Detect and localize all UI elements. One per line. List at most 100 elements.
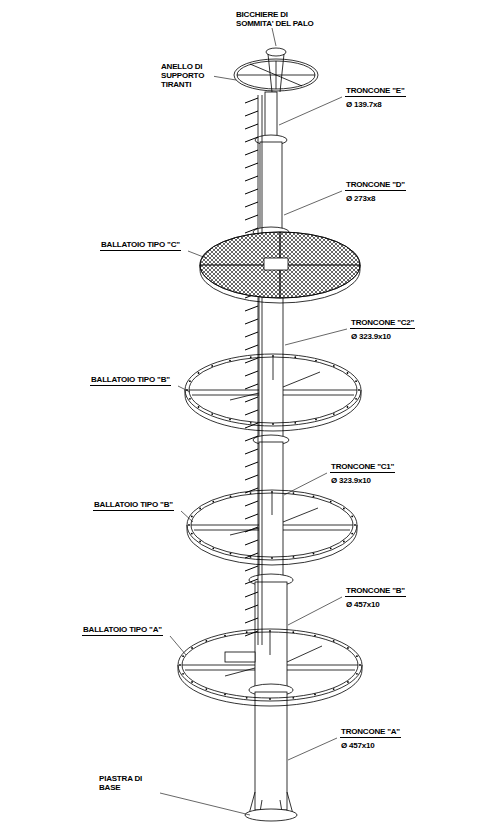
bolt-dot [250,492,252,494]
bolt-dot [272,355,274,357]
bolt-dot [246,631,248,633]
bolt-dot [333,413,335,415]
bolt-dot [343,541,345,543]
ladder-rung [245,501,258,506]
ladder-rung [245,306,258,311]
ladder-rung [245,540,258,545]
bolt-dot [229,360,231,362]
ladder-rung [245,605,258,610]
bolt-dot [271,557,273,559]
bolt-dot [205,640,207,642]
part-name: TRONCONE "D" [345,180,406,191]
bolt-dot [198,372,200,374]
bolt-dot [343,508,345,510]
bolt-dot [191,516,193,518]
part-label: PIASTRA DI BASE [98,774,162,792]
bolt-dot [250,356,252,358]
ladder-rung [245,410,258,415]
part-name: TRONCONE "B" [345,586,406,597]
bolt-dot [199,541,201,543]
bolt-dot [212,547,214,549]
ladder-rung [245,462,258,467]
bolt-dot [293,492,295,494]
ladder-rung [245,371,258,376]
part-name: BALLATOIO TIPO "B" [93,500,174,511]
bolt-dot [294,422,296,424]
bolt-dot [224,694,226,696]
bolt-dot [356,673,358,675]
bolt-dot [230,496,232,498]
bolt-dot [230,553,232,555]
bolt-dot [358,389,360,391]
bolt-dot [189,398,191,400]
bolt-dot [212,501,214,503]
part-label: Ø 457x10 [340,741,376,750]
bolt-dot [250,556,252,558]
ladder-rung [245,176,258,181]
part-label: Ø 273x8 [345,194,376,203]
ladder-rung [245,475,258,480]
ladder-rung [245,514,258,519]
bolt-dot [355,398,357,400]
bolt-dot [272,423,274,425]
rim-bolts [179,355,361,700]
ladder-rung [245,163,258,168]
ladder-rung [245,228,258,233]
ladder-rung [245,150,258,155]
part-label: Ø 139.7x8 [345,100,383,109]
bolt-dot [271,491,273,493]
ladder-rung [245,98,258,103]
part-label: Ø 323.9x10 [330,476,372,485]
bolt-dot [229,419,231,421]
leader-lines [160,28,347,815]
bolt-dot [211,365,213,367]
bolt-dot [188,524,190,526]
bolt-dot [292,631,294,633]
bolt-dot [294,356,296,358]
bolt-dot [347,406,349,408]
bolt-dot [179,664,181,666]
part-name: TRONCONE "A" [340,727,401,738]
bolt-dot [314,635,316,637]
part-name: TRONCONE "C2" [350,318,415,329]
bolt-dot [333,365,335,367]
ladder-rung [245,202,258,207]
ladder-rung [245,332,258,337]
part-label: ANELLO DI SUPPORTO TIRANTI [160,62,214,89]
bolt-dot [269,630,271,632]
ladder-rung [245,345,258,350]
ladder-rung [245,137,258,142]
bolt-dot [189,380,191,382]
bolt-dot [347,372,349,374]
ladder-rung [245,189,258,194]
bolt-dot [182,673,184,675]
bolt-dot [191,681,193,683]
bolt-dot [211,413,213,415]
ladder-rung [245,215,258,220]
bolt-dot [292,697,294,699]
bolt-dot [224,635,226,637]
bolt-dot [199,508,201,510]
part-name: BALLATOIO TIPO "B" [90,375,171,386]
ladder-rung [245,631,258,636]
bolt-dot [293,556,295,558]
bolt-dot [333,688,335,690]
bolt-dot [313,496,315,498]
bolt-dot [347,681,349,683]
bolt-dot [182,655,184,657]
bolt-dot [359,664,361,666]
bolt-dot [191,647,193,649]
bolt-dot [269,698,271,700]
bolt-dot [191,533,193,535]
ladder-rung [245,566,258,571]
ladder-rung [245,319,258,324]
bolt-dot [351,516,353,518]
part-name: BALLATOIO TIPO "C" [100,240,181,251]
bolt-dot [354,524,356,526]
part-label: Ø 457x10 [345,600,381,609]
bolt-dot [347,647,349,649]
bolt-dot [315,360,317,362]
ladder-rung [245,111,258,116]
